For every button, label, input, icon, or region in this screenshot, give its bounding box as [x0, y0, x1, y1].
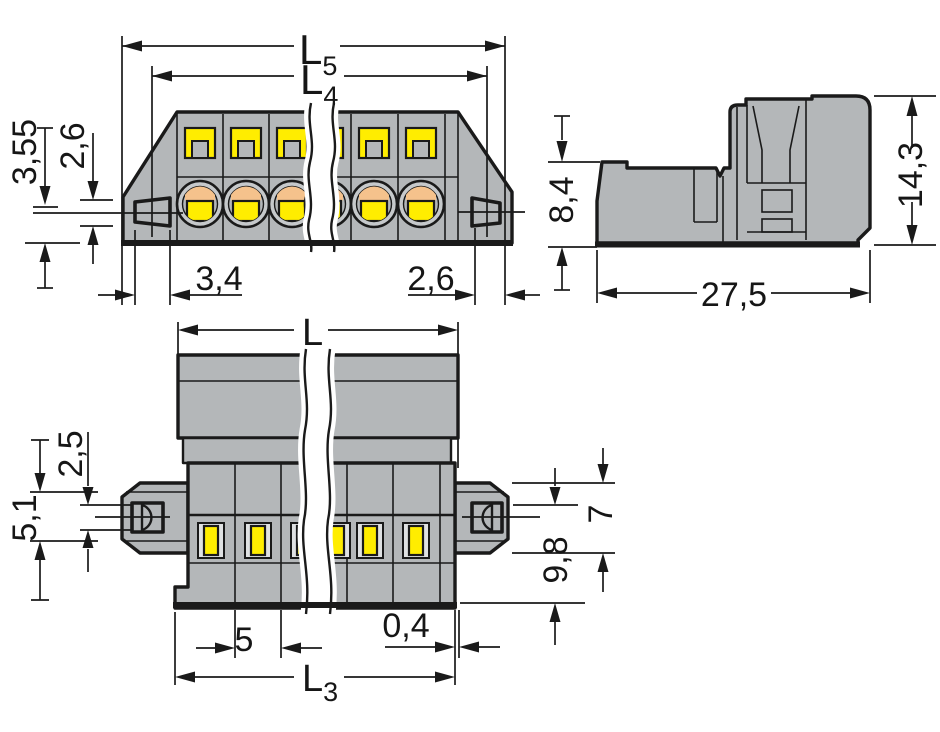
front-break: [302, 101, 341, 254]
side-dimension-lines: [548, 95, 936, 303]
front-screw-terminals: [175, 179, 446, 229]
front-dim-label-L5: L5: [299, 26, 337, 81]
bottom-dimension-lines: [30, 322, 615, 685]
side-housing-profile: [595, 94, 872, 245]
front-dimension-lines: [25, 36, 540, 305]
screw-terminal: [349, 179, 399, 229]
screw-terminal: [396, 179, 446, 229]
bottom-dim-label-0-4: 0,4: [382, 607, 429, 645]
bottom-dimension-arrows: [34, 324, 609, 683]
front-dim-label-3-55: 3,55: [6, 119, 44, 185]
side-dim-label-14-3: 14,3: [892, 142, 930, 208]
side-dim-label-27-5: 27,5: [701, 276, 767, 314]
front-dim-label-2-6-right: 2,6: [407, 260, 454, 298]
bottom-dim-label-L3: L3: [302, 658, 338, 707]
front-view: L5 L4 3,55 2,6 3,4 2,6: [6, 26, 540, 305]
bottom-view: L 2,5 5,1 7 9,8 5 0,4 L3: [6, 312, 620, 707]
bottom-dim-label-9-8: 9,8: [537, 536, 575, 583]
screw-terminal: [221, 179, 271, 229]
bottom-dim-label-5-1: 5,1: [6, 494, 44, 541]
side-view: 8,4 14,3 27,5: [543, 94, 936, 314]
front-dim-label-2-6-left: 2,6: [54, 122, 92, 169]
side-dimension-arrows: [556, 96, 918, 299]
bottom-dim-label-5: 5: [235, 621, 254, 659]
bottom-dim-label-7: 7: [582, 505, 620, 524]
side-dim-label-8-4: 8,4: [543, 176, 581, 223]
front-dim-label-L4: L4: [300, 56, 338, 111]
screw-terminal: [175, 179, 225, 229]
side-internal-lines: [693, 99, 807, 242]
bottom-break: [297, 348, 337, 615]
front-dim-label-3-4: 3,4: [195, 260, 242, 298]
bottom-dim-label-2-5: 2,5: [52, 430, 90, 477]
bottom-dim-label-L: L: [302, 312, 323, 354]
front-dimension-arrows: [39, 40, 525, 301]
